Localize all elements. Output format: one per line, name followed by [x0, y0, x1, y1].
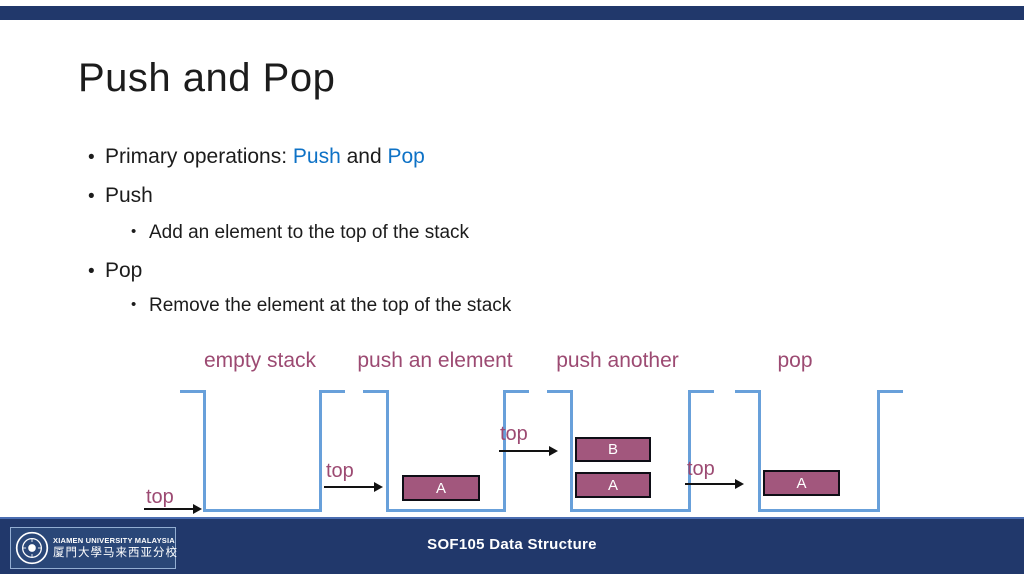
top-accent-bar [0, 6, 1024, 20]
stack-element-box: A [402, 475, 480, 501]
page-title: Push and Pop [78, 56, 336, 100]
bullet-primary-operations: • Primary operations: Push and Pop [88, 145, 425, 169]
bullet-pop: • Pop [88, 259, 142, 283]
bullet-dot: • [88, 147, 95, 168]
bullet-text: Primary operations: [105, 145, 293, 168]
stack-outline-empty [180, 390, 345, 512]
bullet-dot: • [131, 223, 137, 240]
bullet-text: Push [105, 184, 153, 207]
top-pointer-label-2: top [326, 460, 354, 482]
bullet-dot: • [88, 261, 95, 282]
keyword-pop: Pop [387, 145, 425, 168]
top-pointer-label-3: top [500, 423, 528, 445]
frame-label-push-another: push another [556, 349, 679, 372]
university-logo: XIAMEN UNIVERSITY MALAYSIA 厦門大學马来西亚分校 [10, 527, 178, 569]
university-name-en: XIAMEN UNIVERSITY MALAYSIA [53, 536, 175, 546]
stack-element-box: A [763, 470, 840, 496]
top-pointer-arrow-icon [499, 446, 558, 456]
frame-label-pop: pop [777, 349, 813, 372]
university-logo-text: XIAMEN UNIVERSITY MALAYSIA 厦門大學马来西亚分校 [53, 536, 178, 560]
subbullet-push-desc: • Add an element to the top of the stack [131, 222, 469, 244]
university-seal-icon [15, 531, 49, 565]
top-pointer-arrow-icon [144, 504, 202, 514]
bullet-text: Pop [105, 259, 143, 282]
top-pointer-arrow-icon [685, 479, 744, 489]
keyword-push: Push [292, 145, 341, 168]
top-pointer-arrow-icon [324, 482, 383, 492]
top-pointer-label-4: top [687, 458, 715, 480]
top-pointer-label-1: top [146, 486, 174, 508]
bullet-dot: • [88, 186, 95, 207]
stack-element-box: B [575, 437, 651, 462]
stack-outline-after-pop [735, 390, 903, 512]
frame-label-push-an-element: push an element [357, 349, 513, 372]
bullet-push: • Push [88, 184, 153, 208]
bullet-text: and [340, 145, 388, 168]
frame-label-empty-stack: empty stack [203, 349, 317, 372]
stack-outline-two-elements [547, 390, 714, 512]
bullet-text: Remove the element at the top of the sta… [149, 295, 512, 316]
university-name-cn: 厦門大學马来西亚分校 [53, 546, 178, 559]
bullet-text: Add an element to the top of the stack [149, 222, 470, 243]
course-title: SOF105 Data Structure [427, 536, 597, 553]
stack-element-box: A [575, 472, 651, 498]
subbullet-pop-desc: • Remove the element at the top of the st… [131, 295, 511, 317]
footer-bar: XIAMEN UNIVERSITY MALAYSIA 厦門大學马来西亚分校 SO… [0, 517, 1024, 574]
bullet-dot: • [131, 296, 137, 313]
